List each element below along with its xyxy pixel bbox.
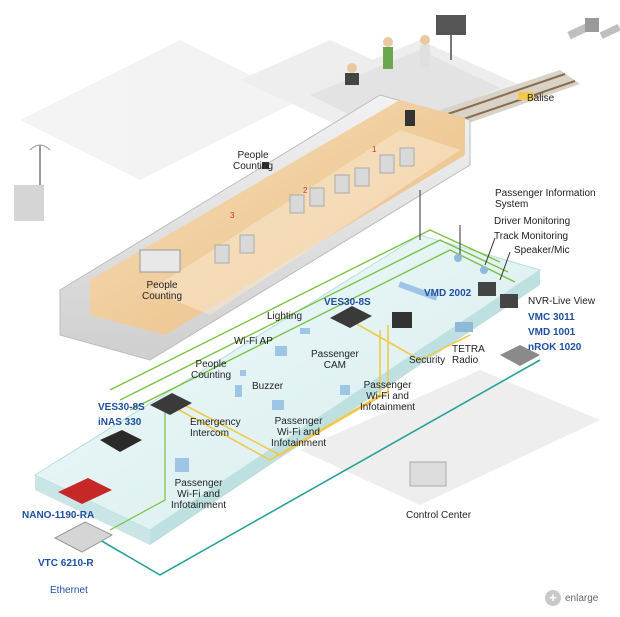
network-lines	[99, 190, 541, 576]
vtc-6210-r-device	[53, 521, 114, 553]
label-passenger-wifi-infotainment-mid: Passenger Wi-Fi and Infotainment	[271, 416, 327, 449]
enlarge-button[interactable]: + enlarge	[545, 590, 598, 606]
label-ethernet: Ethernet	[50, 585, 88, 596]
label-passenger-wifi-infotainment-left: Passenger Wi-Fi and Infotainment	[171, 478, 227, 511]
label-vmd-2002: VMD 2002	[424, 288, 472, 299]
label-passenger-wifi-infotainment-right: Passenger Wi-Fi and Infotainment	[360, 380, 416, 413]
label-nvr-live-view: NVR-Live View	[528, 296, 596, 307]
buzzer-icon	[240, 370, 246, 376]
label-passenger-information-system: Passenger Information System	[495, 188, 596, 210]
infotainment-tablet-mid	[272, 400, 284, 410]
label-ves30-8s-top: VES30-8S	[324, 297, 371, 308]
infotainment-tablet-right	[340, 385, 350, 395]
train-car	[59, 94, 471, 361]
label-buzzer: Buzzer	[252, 381, 284, 392]
label-driver-monitoring: Driver Monitoring	[494, 216, 571, 227]
lighting-icon	[300, 328, 310, 334]
label-balise: Balise	[527, 93, 555, 104]
balise-icon	[518, 92, 534, 100]
label-nrok-1020: nROK 1020	[528, 342, 582, 353]
infotainment-tablet-left	[175, 458, 189, 472]
nvr-monitor-1	[478, 282, 496, 296]
label-nano-1190-ra: NANO-1190-RA	[22, 510, 95, 521]
camera-icon	[262, 162, 269, 169]
ves30-8s-top-device	[330, 306, 372, 328]
nrok-1020-device	[500, 345, 540, 366]
label-speaker-mic: Speaker/Mic	[514, 245, 570, 256]
seats	[214, 147, 415, 264]
label-wifi-ap: Wi-Fi AP	[234, 336, 273, 347]
track-monitoring-camera-icon	[480, 266, 488, 274]
label-vtc-6210-r: VTC 6210-R	[38, 558, 94, 569]
inas-330-device	[100, 430, 142, 452]
label-inas-330: iNAS 330	[98, 417, 142, 428]
satellite-icon	[567, 18, 620, 40]
label-people-counting-floor: People Counting	[191, 359, 232, 381]
label-lighting: Lighting	[267, 311, 303, 322]
control-center-icon	[409, 461, 447, 487]
screen-icon	[405, 110, 415, 126]
people-counting-sensor-icon	[139, 249, 181, 273]
vmd-2002-bar	[398, 281, 438, 301]
label-tetra-radio: TETRA Radio	[452, 344, 485, 366]
driver-monitoring-camera-icon	[454, 254, 462, 262]
label-ves30-8s-left: VES30-8S	[98, 402, 145, 413]
label-track-monitoring: Track Monitoring	[494, 231, 569, 242]
emergency-intercom-icon	[235, 385, 242, 397]
control-center-floor	[300, 370, 600, 505]
seat-number-1: 1	[372, 145, 377, 154]
tetra-radio-device	[455, 322, 473, 332]
seat-number-3: 3	[230, 211, 235, 220]
ves30-8s-left-device	[150, 393, 192, 415]
security-tablet	[392, 312, 412, 328]
enlarge-label: enlarge	[565, 592, 599, 604]
label-vmd-1001: VMD 1001	[528, 327, 576, 338]
label-passenger-cam: Passenger CAM	[311, 349, 359, 371]
label-vmc-3011: VMC 3011	[528, 312, 575, 323]
zoom-in-icon: +	[545, 590, 561, 606]
label-security: Security	[409, 355, 446, 366]
label-people-counting-car: People Counting	[233, 150, 274, 172]
wifi-ap-icon	[275, 346, 287, 356]
label-people-counting-box: People Counting	[142, 280, 183, 302]
nano-1190-ra-device	[58, 478, 112, 504]
label-emergency-intercom: Emergency Intercom	[190, 417, 241, 439]
radio-tower-icon	[14, 144, 51, 221]
label-control-center: Control Center	[406, 510, 472, 521]
nvr-monitor-2	[500, 294, 518, 308]
railway-track	[440, 70, 580, 126]
seat-number-2: 2	[303, 186, 308, 195]
